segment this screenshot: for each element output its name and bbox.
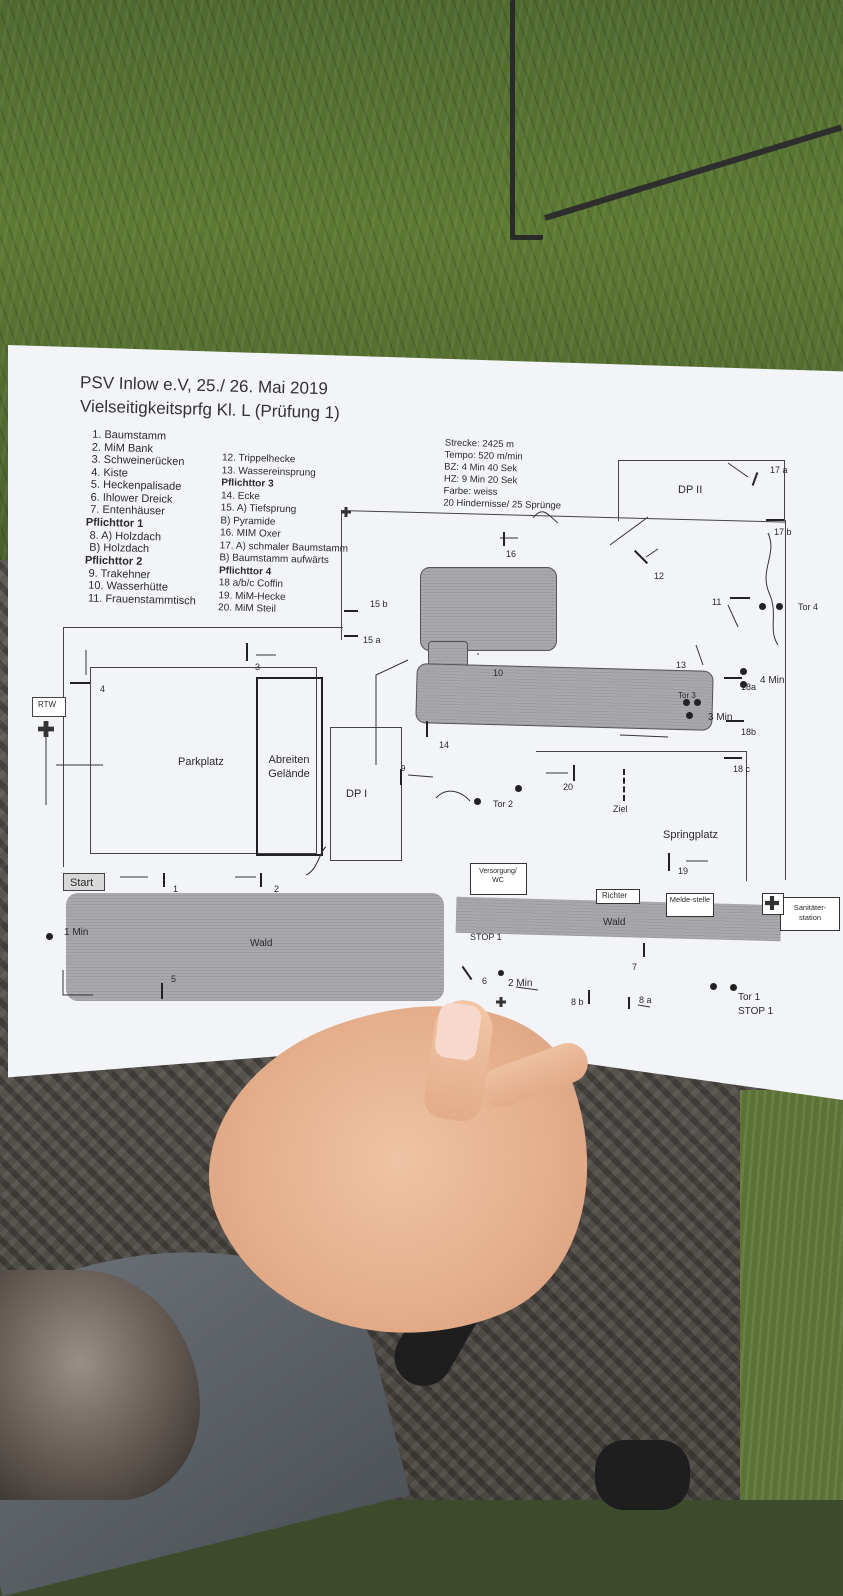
metal-frame xyxy=(510,0,543,240)
course-map-sheet: PSV Inlow e.V, 25./ 26. Mai 2019 Vielsei… xyxy=(8,345,843,1100)
arrow xyxy=(646,549,658,557)
arrow xyxy=(696,645,703,665)
arrow xyxy=(63,970,93,995)
arrow xyxy=(620,735,668,737)
course-path xyxy=(8,345,843,1100)
arrow xyxy=(766,533,778,645)
arrow xyxy=(306,847,326,875)
grass-patch xyxy=(740,1090,843,1500)
arrow xyxy=(376,660,408,765)
arrow xyxy=(610,517,648,545)
arrow xyxy=(408,775,433,777)
thumbnail xyxy=(433,1001,482,1061)
arrow xyxy=(436,791,470,801)
arrow xyxy=(728,463,748,477)
arrow xyxy=(533,512,558,523)
arrow xyxy=(728,605,738,627)
arrow xyxy=(638,1005,650,1007)
arrow xyxy=(516,987,538,990)
